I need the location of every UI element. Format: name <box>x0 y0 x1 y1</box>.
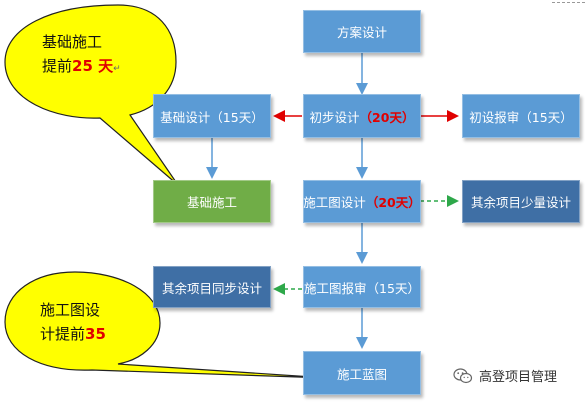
callout-top-mark: ↵ <box>113 64 121 74</box>
watermark-text: 高登项目管理 <box>479 370 558 385</box>
callout-top-prefix: 提前 <box>42 57 73 75</box>
callout-bottom-line1: 施工图设 <box>40 301 101 319</box>
box-remaining-small-design: 其余项目少量设计 <box>462 180 580 223</box>
box-prelim-days: （20天） <box>359 109 415 125</box>
box-preliminary-review: 初设报审（15天） <box>462 94 580 138</box>
callout-top-line2: 提前25 天↵ <box>42 54 121 81</box>
box-preliminary-design: 初步设计（20天） <box>303 94 421 138</box>
top-dashed-line <box>552 2 585 3</box>
callout-bottom-line2: 计提前35 <box>40 322 106 346</box>
box-prelim-label: 初步设计 <box>309 109 360 125</box>
box-scheme-design: 方案设计 <box>303 10 421 53</box>
box-blueprint-label: 施工蓝图 <box>336 366 387 382</box>
callout-top-text: 基础施工 提前25 天↵ <box>42 30 121 81</box>
box-drawing-days: （20天） <box>365 195 421 210</box>
wechat-icon <box>453 367 473 384</box>
callout-bottom-text: 施工图设 计提前35 <box>40 298 106 346</box>
box-foundation-construction: 基础施工 <box>153 180 271 223</box>
box-remaining-sync-label: 其余项目同步设计 <box>161 280 262 296</box>
callout-top-line1: 基础施工 <box>42 33 103 51</box>
box-construction-blueprint: 施工蓝图 <box>303 351 421 395</box>
watermark: 高登项目管理 <box>453 366 557 385</box>
box-foundation-construction-label: 基础施工 <box>186 195 237 210</box>
callout-bottom-prefix: 计提前 <box>40 325 86 343</box>
box-remaining-sync-design: 其余项目同步设计 <box>153 266 271 308</box>
box-drawing-label: 施工图设计 <box>303 195 366 210</box>
box-drawing-review-label: 施工图报审（15天） <box>304 280 420 296</box>
box-foundation-design-label: 基础设计（15天） <box>160 109 264 125</box>
box-construction-drawing: 施工图设计（20天） <box>303 180 421 223</box>
callout-top-highlight: 25 天 <box>72 57 114 75</box>
box-prelim-review-label: 初设报审（15天） <box>469 109 573 125</box>
callout-bottom-highlight: 35 <box>85 325 106 343</box>
callout-bottom-shape <box>4 271 329 379</box>
box-foundation-design: 基础设计（15天） <box>153 94 271 138</box>
box-scheme-label: 方案设计 <box>336 25 387 40</box>
box-remaining-small-label: 其余项目少量设计 <box>470 195 571 210</box>
callout-top-shape <box>4 4 179 186</box>
box-drawing-review: 施工图报审（15天） <box>303 266 421 308</box>
